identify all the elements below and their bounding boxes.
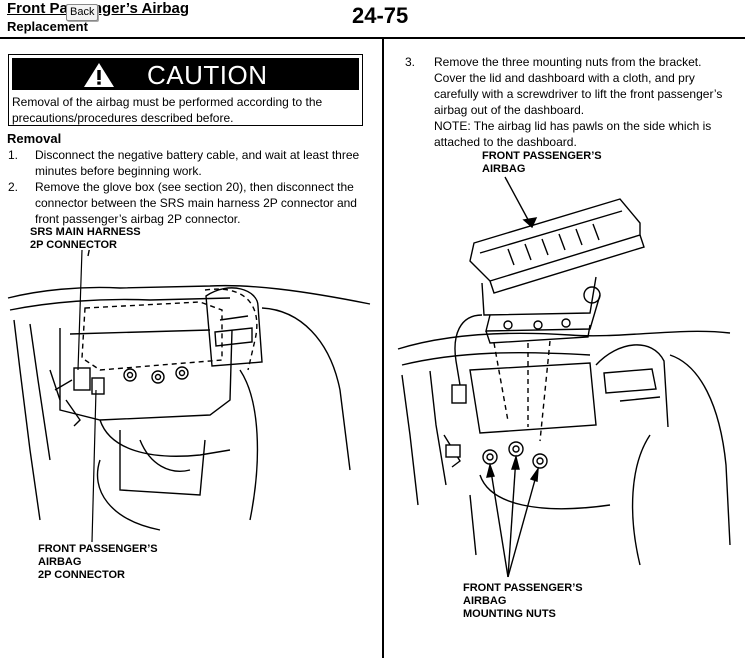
srs-harness-label: SRS MAIN HARNESS 2P CONNECTOR bbox=[30, 226, 141, 251]
column-divider bbox=[382, 39, 384, 658]
back-button[interactable]: Back bbox=[66, 4, 99, 21]
mounting-nuts-label: FRONT PASSENGER’S AIRBAG MOUNTING NUTS bbox=[463, 582, 583, 620]
step-number: 3. bbox=[405, 55, 416, 69]
warning-icon bbox=[84, 63, 114, 87]
airbag-removal-illustration bbox=[397, 176, 731, 578]
page-subtitle: Replacement bbox=[7, 19, 88, 34]
step-note: NOTE: The airbag lid has pawls on the si… bbox=[434, 119, 712, 149]
step-number: 1. bbox=[8, 148, 19, 162]
step-text: Remove the three mounting nuts from the … bbox=[434, 55, 723, 117]
removal-heading: Removal bbox=[7, 131, 62, 146]
caution-text: Removal of the airbag must be performed … bbox=[12, 95, 323, 125]
caution-box: CAUTION Removal of the airbag must be pe… bbox=[8, 54, 363, 126]
caution-banner: CAUTION bbox=[12, 58, 359, 90]
caution-heading: CAUTION bbox=[147, 60, 268, 90]
step-text: Remove the glove box (see section 20), t… bbox=[35, 180, 357, 226]
step-text: Disconnect the negative battery cable, a… bbox=[35, 148, 360, 178]
header-divider bbox=[0, 37, 745, 39]
step-number: 2. bbox=[8, 180, 19, 194]
page-number: 24-75 bbox=[352, 3, 409, 28]
airbag-label: FRONT PASSENGER’S AIRBAG bbox=[482, 150, 602, 175]
airbag-connector-label: FRONT PASSENGER’S AIRBAG 2P CONNECTOR bbox=[38, 543, 158, 581]
dashboard-connector-illustration bbox=[7, 250, 371, 543]
